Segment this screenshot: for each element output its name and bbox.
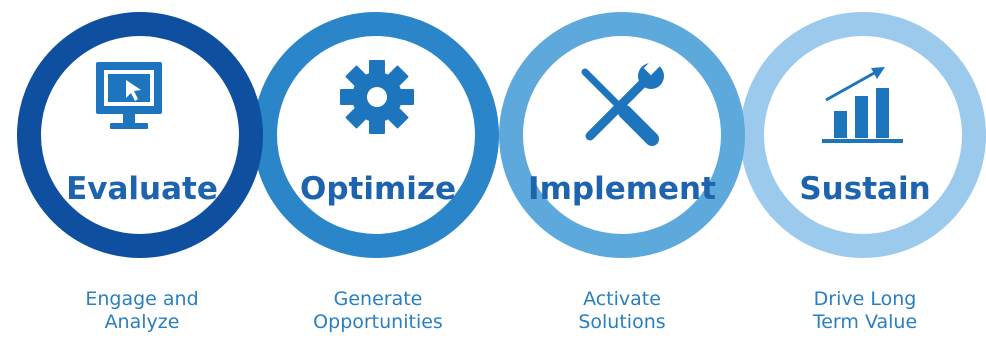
caption-optimize: Generate Opportunities (278, 288, 478, 334)
growth-chart-icon (822, 67, 903, 143)
stage-title-implement: Implement (528, 171, 716, 207)
caption-sustain-line1: Drive Long (813, 288, 917, 310)
stage-title-sustain: Sustain (799, 171, 930, 207)
tools-icon (581, 56, 664, 146)
ring-optimize (253, 12, 499, 258)
caption-implement-line1: Activate (583, 288, 661, 310)
caption-implement-line2: Solutions (578, 311, 666, 333)
stage-title-optimize: Optimize (300, 171, 456, 207)
caption-evaluate: Engage and Analyze (42, 288, 242, 334)
caption-optimize-line1: Generate (333, 288, 423, 310)
caption-evaluate-line1: Engage and (85, 288, 199, 310)
monitor-cursor-icon (96, 62, 162, 129)
caption-evaluate-line2: Analyze (104, 311, 180, 333)
ring-sustain (740, 12, 986, 258)
caption-optimize-line2: Opportunities (313, 311, 443, 333)
gear-icon (340, 60, 414, 134)
caption-sustain: Drive Long Term Value (765, 288, 965, 334)
ring-implement (499, 12, 745, 258)
caption-implement: Activate Solutions (522, 288, 722, 334)
caption-sustain-line2: Term Value (812, 311, 918, 333)
ring-evaluate (17, 12, 263, 258)
stage-title-evaluate: Evaluate (66, 171, 218, 207)
